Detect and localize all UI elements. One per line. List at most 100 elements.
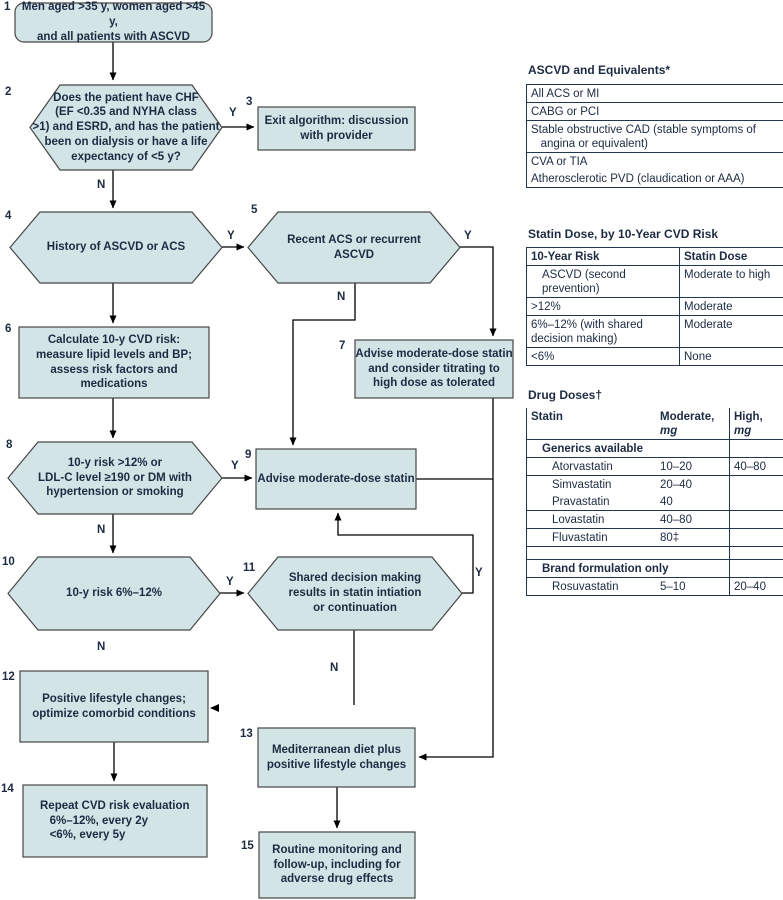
node-3-number: 3 — [246, 96, 253, 108]
table-row: Atorvastatin 10–20 40–80 — [527, 458, 783, 477]
col-high-mg: High, mg — [729, 408, 783, 440]
node-10-hexagon — [7, 556, 221, 631]
node-15-text: Routine monitoring and follow-up, includ… — [272, 843, 402, 886]
label-no-11-12: N — [330, 662, 339, 674]
simvastatin-moderate: 20–40 — [660, 479, 692, 492]
ascvd-row-cabg-pci: CABG or PCI — [531, 106, 600, 119]
node-1-number: 1 — [4, 1, 11, 13]
drug-doses-table: Statin Moderate, mg High, mg Generics av… — [526, 408, 783, 597]
ascvd-row-cva-tia: CVA or TIA — [531, 156, 588, 169]
node-13-text: Mediterranean diet plus positive lifesty… — [266, 743, 407, 771]
label-no-2-4: N — [97, 179, 106, 191]
table-row: All ACS or MI — [527, 85, 783, 104]
group-generics-high-cell — [729, 440, 783, 458]
table-row: 6%–12% (with shared decision making) Mod… — [527, 316, 783, 349]
pravastatin-moderate: 40 — [660, 496, 673, 509]
table-row: Atherosclerotic PVD (claudication or AAA… — [527, 170, 783, 189]
dose-6-12: Moderate — [679, 316, 783, 348]
table-row: Rosuvastatin 5–10 20–40 — [527, 578, 783, 597]
node-14-number: 14 — [1, 783, 14, 795]
statin-dose-title: Statin Dose, by 10-Year CVD Risk — [528, 227, 719, 241]
drug-doses-title: Drug Doses† — [528, 388, 603, 402]
node-6-text: Calculate 10-y CVD risk: measure lipid l… — [36, 334, 192, 391]
risk-ascvd: ASCVD (second prevention) — [542, 269, 629, 296]
node-13-rect — [257, 727, 416, 788]
label-yes-8-9: Y — [231, 460, 239, 472]
node-10-number: 10 — [2, 556, 15, 568]
node-3-text: Exit algorithm: discussion with provider — [264, 114, 409, 142]
moderate-label: Moderate, — [660, 411, 715, 423]
node-14-rect — [22, 784, 208, 858]
atorvastatin-moderate: 10–20 — [660, 461, 692, 474]
table-row: Lovastatin 40–80 — [527, 511, 783, 530]
label-no-8-10: N — [97, 524, 106, 536]
node-8-number: 8 — [6, 439, 13, 451]
node-7-number: 7 — [339, 340, 346, 352]
edge-5-7-yes — [460, 246, 497, 337]
label-no-5-9: N — [337, 291, 346, 303]
col-statin: Statin — [531, 411, 563, 423]
table-row: Simvastatin 20–40 — [527, 476, 783, 494]
pravastatin-high — [729, 493, 783, 511]
ascvd-row-stable-cad: Stable obstructive CAD (stable symptoms … — [531, 124, 756, 151]
fluvastatin-high — [729, 529, 783, 547]
edge-11-9-yes — [334, 512, 474, 594]
rosuvastatin-high: 20–40 — [729, 578, 783, 596]
table-row: >12% Moderate — [527, 298, 783, 317]
drug-atorvastatin: Atorvastatin — [552, 461, 613, 474]
simvastatin-high — [729, 476, 783, 494]
node-shapes — [7, 2, 514, 899]
label-yes-5-7: Y — [464, 230, 472, 242]
label-yes-11-9: Y — [475, 567, 483, 579]
drug-simvastatin: Simvastatin — [552, 479, 612, 492]
node-5-number: 5 — [251, 204, 258, 216]
node-14-text: Repeat CVD risk evaluation 6%–12%, every… — [40, 799, 190, 842]
lovastatin-moderate: 40–80 — [660, 514, 692, 527]
table-row: Fluvastatin 80‡ — [527, 529, 783, 548]
risk-gt12: >12% — [531, 301, 561, 314]
group-brand-formulation: Brand formulation only — [542, 563, 669, 576]
label-yes-4-5: Y — [227, 230, 235, 242]
node-11-hexagon — [247, 556, 463, 631]
table-header-row: Statin Moderate, mg High, mg — [527, 408, 783, 441]
drug-lovastatin: Lovastatin — [552, 514, 605, 527]
dose-ascvd: Moderate to high — [679, 266, 783, 298]
dose-lt6: None — [679, 348, 783, 366]
node-1-text: Men aged >35 y, women aged >45 y, and al… — [21, 1, 206, 43]
label-yes-10-11: Y — [226, 576, 234, 588]
high-unit: mg — [734, 425, 752, 438]
lovastatin-high — [729, 511, 783, 529]
node-9-number: 9 — [245, 449, 252, 461]
spacer-high-cell — [729, 547, 783, 560]
ascvd-row-pvd: Atherosclerotic PVD (claudication or AAA… — [531, 173, 745, 186]
edge-7-13 — [418, 398, 494, 761]
node-6-number: 6 — [5, 323, 12, 335]
table-group-row: Brand formulation only — [527, 560, 783, 579]
table-spacer-row — [527, 547, 783, 561]
node-11-text: Shared decision making results in statin… — [288, 572, 422, 614]
table-row: Pravastatin 40 — [527, 493, 783, 512]
node-4-text: History of ASCVD or ACS — [46, 241, 186, 254]
node-12-rect — [19, 670, 209, 743]
node-11-number: 11 — [243, 562, 256, 574]
node-10-text: 10-y risk 6%–12% — [66, 587, 162, 600]
node-6-rect — [18, 326, 210, 399]
risk-6-12: 6%–12% (with shared decision making) — [531, 319, 643, 346]
risk-lt6: <6% — [531, 351, 555, 364]
spacer-cell — [527, 547, 729, 559]
group-brand-high-cell — [729, 560, 783, 578]
table-row: Stable obstructive CAD (stable symptoms … — [527, 121, 783, 154]
ascvd-equivalents-table: All ACS or MI CABG or PCI Stable obstruc… — [526, 84, 783, 189]
node-5-text: Recent ACS or recurrent ASCVD — [287, 233, 421, 261]
moderate-unit: mg — [660, 425, 678, 438]
node-2-text: Does the patient have CHF (EF <0.35 and … — [32, 91, 220, 163]
table-row: ASCVD (second prevention) Moderate to hi… — [527, 266, 783, 299]
fluvastatin-moderate: 80‡ — [660, 532, 680, 545]
node-4-hexagon — [9, 211, 223, 284]
table-row: CABG or PCI — [527, 103, 783, 122]
label-no-10-12: N — [97, 641, 106, 653]
col-moderate-mg: Moderate, mg — [656, 408, 729, 439]
atorvastatin-high: 40–80 — [729, 458, 783, 476]
